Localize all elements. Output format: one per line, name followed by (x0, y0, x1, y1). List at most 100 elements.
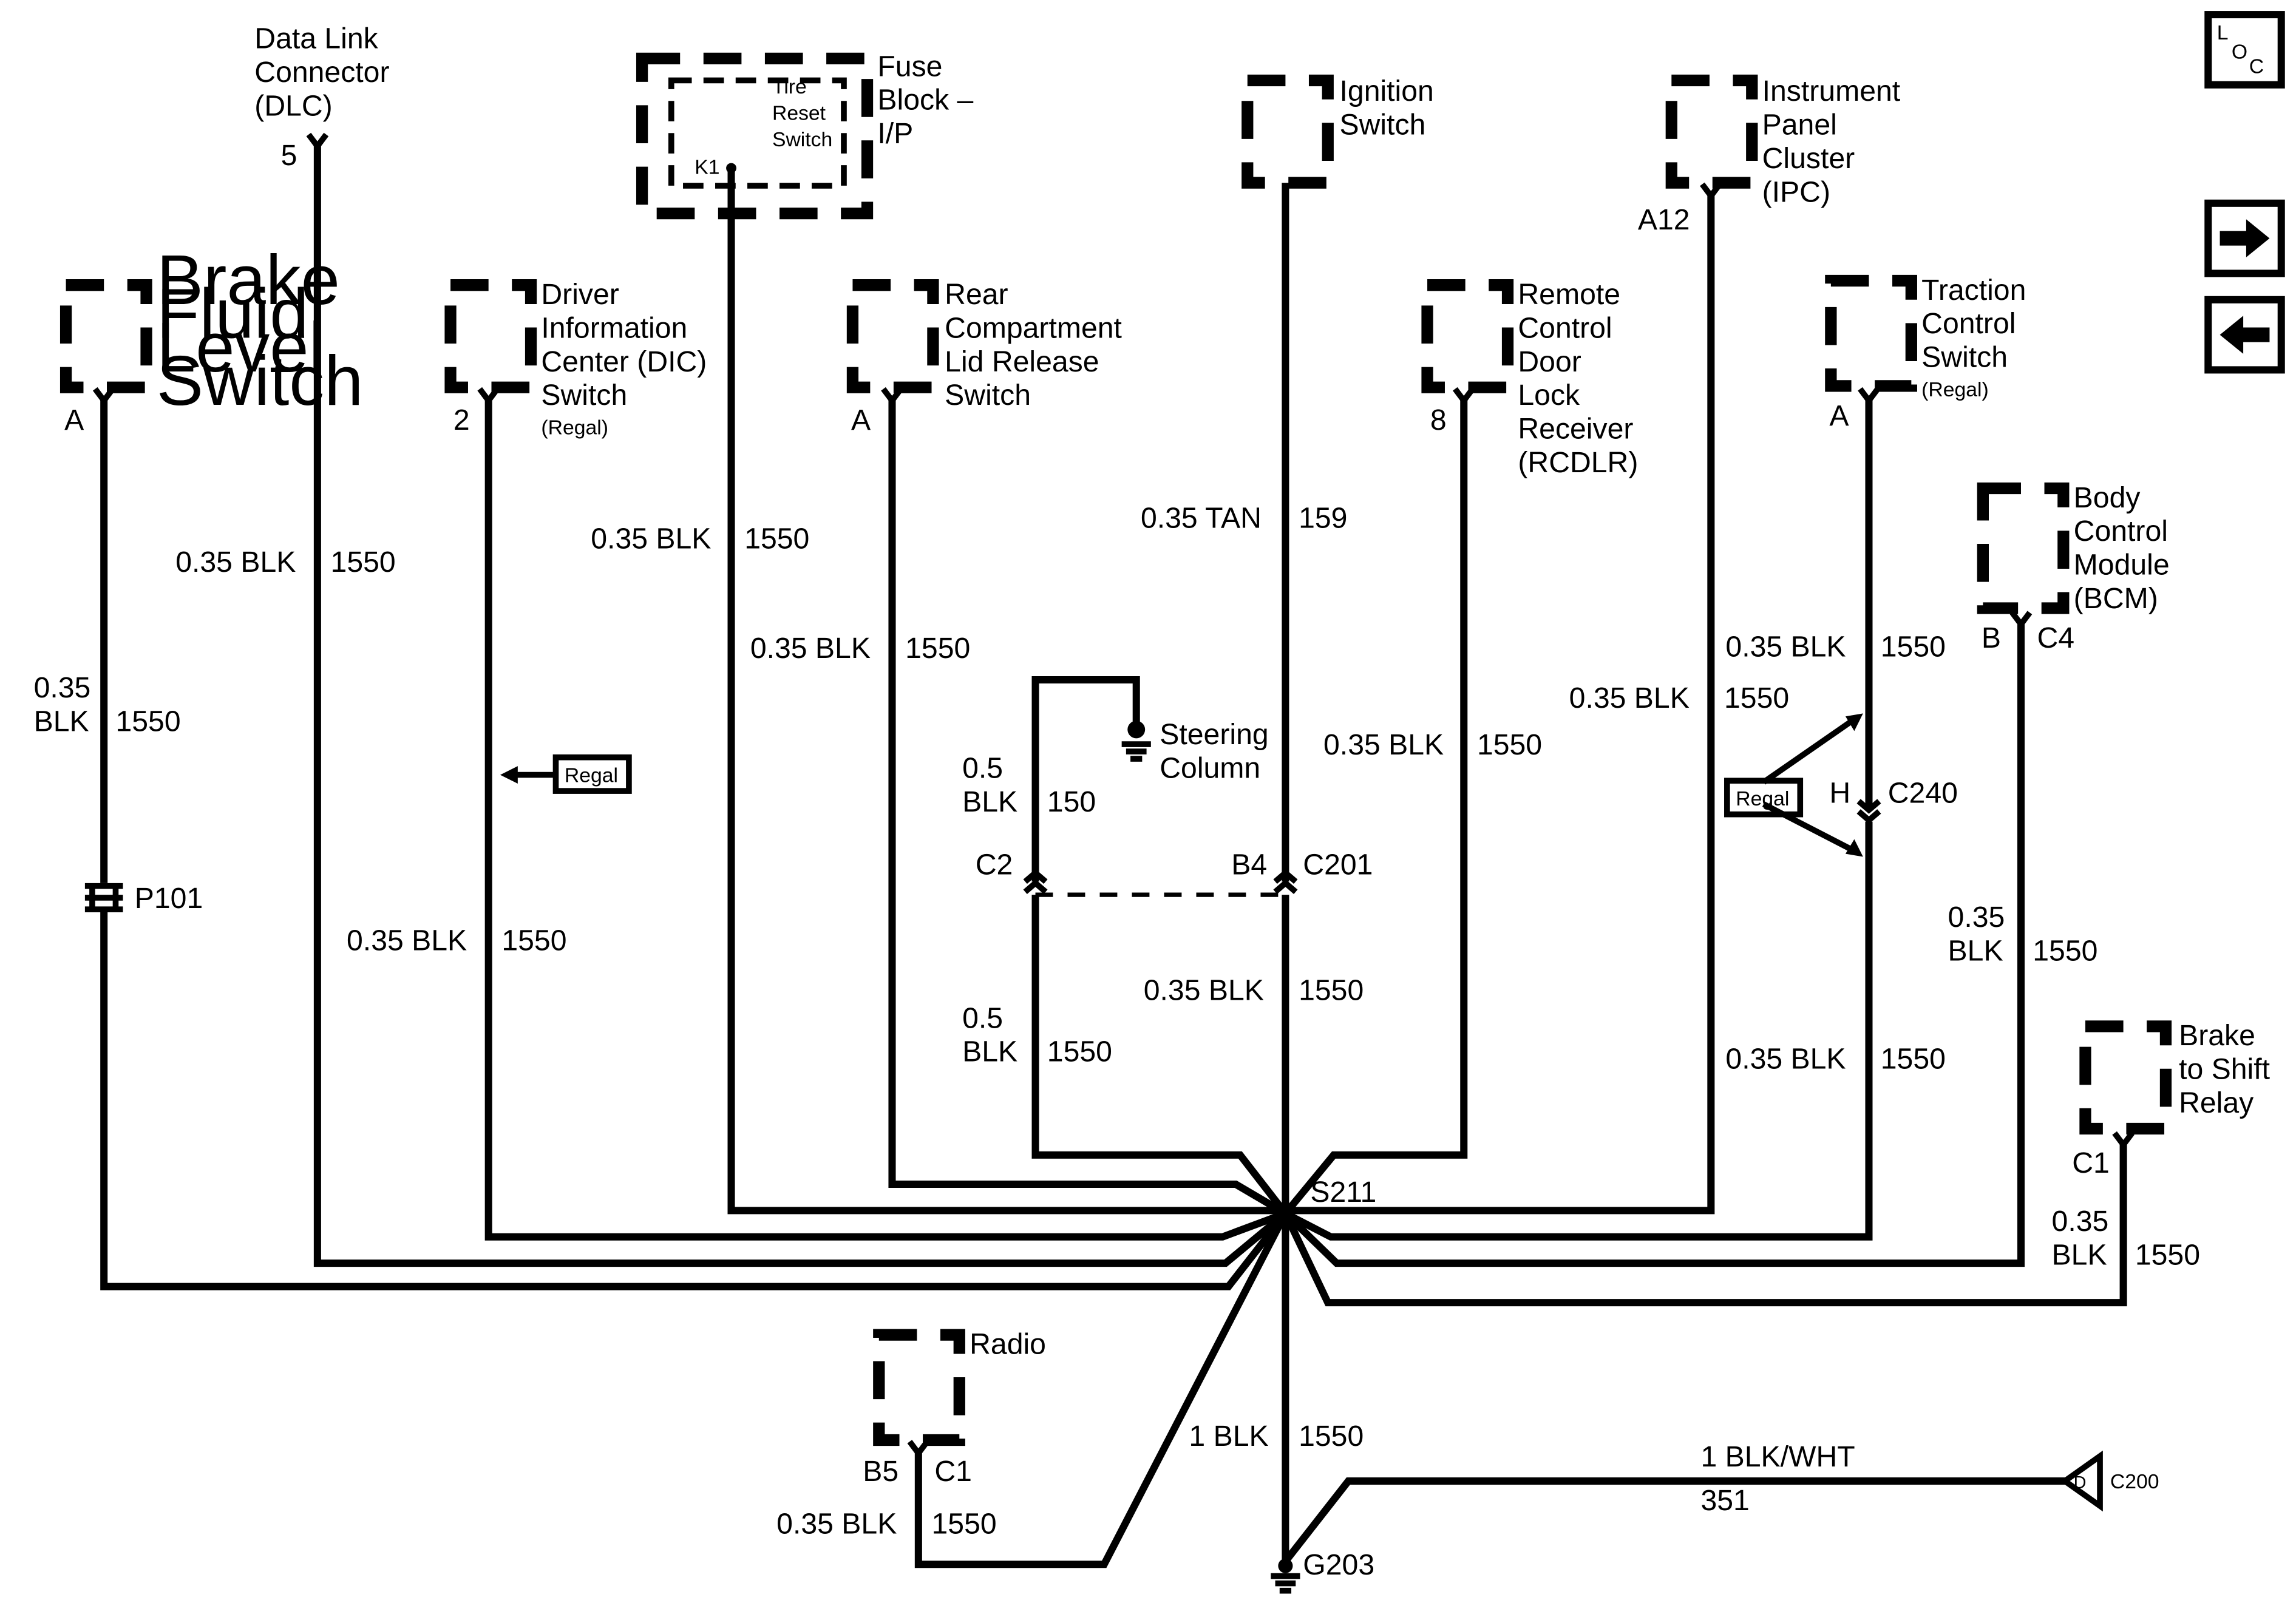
h-label: H (1829, 776, 1850, 809)
tire-reset-pin: K1 (695, 156, 719, 179)
brake-fluid-label-4: Switch (157, 342, 364, 420)
wire-bcm (1283, 620, 2025, 1267)
brake-fluid-box (59, 279, 152, 393)
wire-rcdlr (1282, 398, 1468, 1216)
wire-label-ign-circuit: 159 (1299, 502, 1347, 535)
radio-box (873, 1329, 965, 1446)
p101-label: P101 (135, 882, 203, 915)
rcdlr-label-5: Receiver (1518, 413, 1633, 446)
rcdlr-label-3: Door (1518, 345, 1581, 378)
g203-dot (1278, 1558, 1293, 1573)
wire-label-bf-color: BLK (34, 705, 89, 737)
wire-label-sc-color: BLK (962, 1036, 1017, 1068)
dic-box (444, 279, 537, 393)
dlc-label-2: Connector (254, 56, 389, 89)
bcm-pin-b: B (1982, 622, 2001, 654)
wire-label-rear-circuit: 1550 (905, 632, 970, 665)
wire-label-bcm-color: BLK (1948, 935, 2003, 968)
component-boxes (59, 52, 2172, 1446)
wire-label-dic: 0.35 BLK (347, 924, 467, 957)
wire-label-rcdlr-circuit: 1550 (1477, 728, 1542, 761)
wire-label-ign: 0.35 TAN (1141, 502, 1262, 535)
dic-label-3: Center (DIC) (541, 345, 707, 378)
wire-label-sc150-gauge: 0.5 (962, 751, 1003, 784)
wire-label-sc150-circuit: 150 (1047, 785, 1096, 818)
fuse-block-label-1: Fuse (877, 50, 942, 83)
tire-reset-label-1: Tire (772, 75, 807, 98)
ipc-pin: A12 (1638, 203, 1690, 236)
wire-dlc (313, 143, 1288, 1267)
b4-label: B4 (1231, 848, 1267, 881)
wire-label-ground: 1 BLK (1189, 1420, 1268, 1453)
regal-note-traction (1724, 778, 1804, 818)
fuse-block-label-3: I/P (877, 117, 913, 150)
bcm-label-4: (BCM) (2074, 582, 2158, 615)
wire-label-ground-circuit: 1550 (1299, 1420, 1364, 1453)
c200-connector-icon (2059, 1450, 2103, 1512)
bcm-label-1: Body (2074, 481, 2141, 514)
wire-steering-1550 (1031, 895, 1289, 1216)
dic-label-2: Information (541, 311, 687, 344)
dlc-pin: 5 (281, 139, 297, 172)
wire-label-bf-gauge: 0.35 (34, 671, 91, 704)
ipc-label-1: Instrument (1762, 75, 1901, 107)
c240-label: C240 (1888, 776, 1958, 809)
pin-terminals (92, 132, 2135, 1459)
rear-comp-label-3: Lid Release (945, 345, 1099, 378)
labels: Brake Fluid Level Switch A Data Link Con… (34, 21, 2271, 1581)
tire-reset-label-2: Reset (772, 102, 826, 125)
wire-label-dic-circuit: 1550 (501, 924, 566, 957)
wire-label-rear: 0.35 BLK (750, 632, 871, 665)
ignition-label-1: Ignition (1340, 75, 1434, 107)
dlc-label-3: (DLC) (254, 89, 332, 122)
dic-pin: 2 (453, 404, 470, 436)
rcdlr-label-6: (RCDLR) (1518, 446, 1638, 479)
wire-tire-reset (727, 171, 1286, 1215)
brake-fluid-label-1: Brake (157, 241, 340, 319)
wire-label-sc150-color: BLK (962, 785, 1017, 818)
c2-label: C2 (976, 848, 1013, 881)
traction-label-2: Control (1921, 307, 2016, 340)
wire-label-bf-circuit: 1550 (115, 705, 180, 737)
g203-ground-icon (1271, 1573, 1300, 1594)
dic-note: (Regal) (541, 416, 608, 439)
regal-text-dic: Regal (565, 764, 618, 787)
brake-shift-pin: C1 (2072, 1147, 2110, 1179)
brake-fluid-pin: A (64, 404, 84, 436)
traction-note: (Regal) (1921, 378, 1989, 401)
radio-pin-b5: B5 (863, 1455, 898, 1488)
c201-connector (1273, 869, 1298, 894)
k1-pin-dot (726, 163, 736, 174)
brake-fluid-label-3: Level (157, 308, 324, 387)
rcdlr-label-2: Control (1518, 311, 1612, 344)
fuse-block-box (636, 52, 874, 220)
rcdlr-label-4: Lock (1518, 379, 1580, 412)
steering-label-1: Steering (1160, 718, 1268, 751)
brake-shift-label-2: to Shift (2179, 1053, 2271, 1086)
arrow-left-icon (2220, 316, 2270, 354)
brake-shift-label-1: Brake (2179, 1019, 2255, 1052)
steering-label-2: Column (1160, 751, 1260, 784)
wire-rear-comp (888, 398, 1288, 1217)
wire-label-dlc-circuit: 1550 (331, 546, 396, 578)
traction-box (1825, 274, 1917, 392)
wire-label-ign-lower: 0.35 BLK (1144, 974, 1264, 1007)
p101-connector (84, 883, 123, 913)
tire-reset-box (668, 77, 847, 189)
wire-label-tc-lower-circuit: 1550 (1881, 1043, 1946, 1076)
nav-controls (2204, 11, 2285, 374)
wire-traction (1283, 398, 1873, 1241)
s211-splice (1276, 1204, 1294, 1222)
wire-label-tire-circuit: 1550 (744, 522, 809, 555)
wire-brake-shift (1282, 1142, 2127, 1307)
rcdlr-pin: 8 (1430, 404, 1447, 436)
loc-letter-c: C (2249, 55, 2264, 78)
wire-label-ipc: 0.35 BLK (1569, 682, 1690, 714)
loc-letter-o: O (2232, 40, 2247, 63)
tire-reset-label-3: Switch (772, 128, 832, 151)
rcdlr-label-1: Remote (1518, 278, 1620, 311)
loc-button[interactable] (2204, 11, 2285, 89)
fuse-block-label-2: Block – (877, 84, 973, 117)
steering-ground-dot (1127, 720, 1146, 739)
wire-dic (484, 398, 1287, 1241)
